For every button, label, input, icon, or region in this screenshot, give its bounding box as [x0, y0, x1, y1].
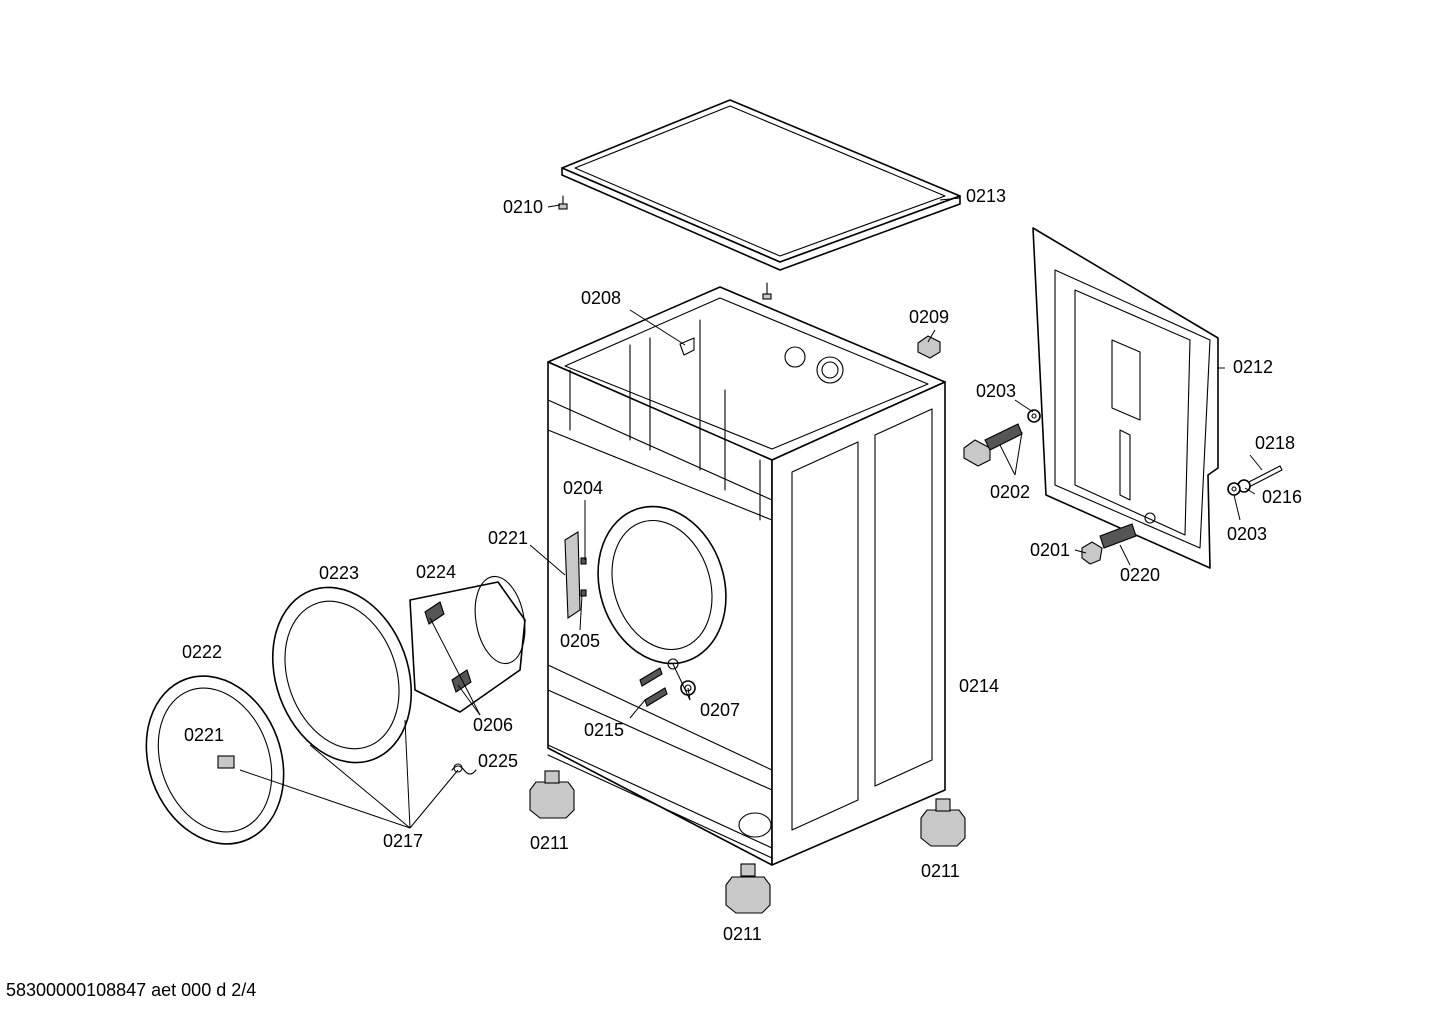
- door-opening: [597, 505, 727, 670]
- foot-0211-left[interactable]: [529, 770, 575, 819]
- label-0225: 0225: [478, 751, 518, 771]
- door-ring-0223[interactable]: [249, 568, 435, 782]
- hinge-0221[interactable]: [564, 531, 587, 620]
- label-0211-center: 0211: [723, 924, 762, 944]
- label-0224: 0224: [416, 562, 456, 582]
- label-0216: 0216: [1262, 487, 1302, 507]
- bracket-0208[interactable]: [679, 337, 695, 356]
- clip-0209[interactable]: [917, 335, 941, 359]
- label-0209: 0209: [909, 307, 949, 327]
- label-0211-left: 0211: [530, 833, 569, 853]
- drawing-reference-footer: 58300000108847 aet 000 d 2/4: [6, 980, 257, 1000]
- screws-0215[interactable]: [639, 667, 668, 707]
- washer-0203-upper[interactable]: [1027, 409, 1041, 423]
- label-0221-door: 0221: [184, 725, 224, 745]
- label-0215: 0215: [584, 720, 624, 740]
- label-0223: 0223: [319, 563, 359, 583]
- foot-0211-right[interactable]: [920, 798, 966, 847]
- foot-0211-center[interactable]: [725, 863, 771, 914]
- label-0220: 0220: [1120, 565, 1160, 585]
- label-0207: 0207: [700, 700, 740, 720]
- label-0217: 0217: [383, 831, 423, 851]
- label-0218: 0218: [1255, 433, 1295, 453]
- top-screw: [762, 282, 772, 300]
- back-panel[interactable]: [1032, 227, 1219, 569]
- top-lid[interactable]: [561, 99, 961, 271]
- bolt-assembly-0202[interactable]: [963, 423, 1023, 467]
- bolt-assembly-0220[interactable]: [1081, 523, 1137, 565]
- label-0202: 0202: [990, 482, 1030, 502]
- label-0203-lower: 0203: [1227, 524, 1267, 544]
- label-0206: 0206: [473, 715, 513, 735]
- label-0205: 0205: [560, 631, 600, 651]
- label-0211-right: 0211: [921, 861, 960, 881]
- leader-lines: [239, 197, 1263, 829]
- label-0201: 0201: [1030, 540, 1070, 560]
- label-0208: 0208: [581, 288, 621, 308]
- door-outer-ring-0222[interactable]: [124, 657, 307, 864]
- label-0222: 0222: [182, 642, 222, 662]
- label-0213: 0213: [966, 186, 1006, 206]
- label-0210: 0210: [503, 197, 543, 217]
- label-0214: 0214: [959, 676, 999, 696]
- spring-0225[interactable]: [451, 763, 477, 775]
- screw-0210[interactable]: [558, 195, 568, 210]
- label-0212: 0212: [1233, 357, 1273, 377]
- door-seal-sleeve[interactable]: [409, 573, 531, 713]
- label-0204: 0204: [563, 478, 603, 498]
- label-0221-hinge: 0221: [488, 528, 528, 548]
- label-0203-upper: 0203: [976, 381, 1016, 401]
